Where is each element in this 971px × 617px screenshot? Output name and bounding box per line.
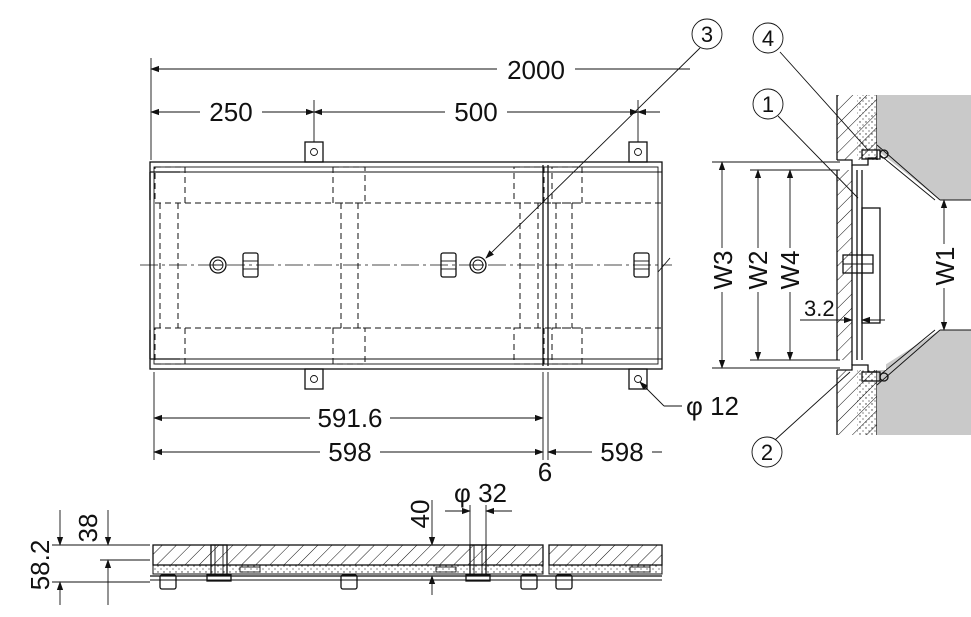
dim-38: 38 <box>73 514 103 543</box>
dim-58-2: 58.2 <box>25 540 55 591</box>
dim-40: 40 <box>405 500 435 529</box>
dimension-center-depth: 40 <box>405 500 436 595</box>
label-w1: W1 <box>930 247 960 286</box>
anchor-tab <box>304 368 324 390</box>
dimension-overall-length: 2000 <box>150 52 690 160</box>
anchor-tab <box>304 141 324 163</box>
dimension-grating: 591.6 598 598 6 <box>153 372 662 487</box>
dim-phi-32: φ 32 <box>454 478 507 508</box>
callout-4: 4 <box>752 22 869 151</box>
svg-text:4: 4 <box>762 26 774 51</box>
lifting-slot <box>633 252 650 278</box>
dim-250: 250 <box>209 97 252 127</box>
dimension-bolt-hole: φ 12 <box>639 381 739 421</box>
callout-3: 3 <box>485 18 723 259</box>
dim-3-2: 3.2 <box>804 296 835 321</box>
svg-text:3: 3 <box>701 22 713 47</box>
anchor-tab <box>628 141 648 163</box>
longitudinal-section <box>150 544 663 590</box>
dim-591-6: 591.6 <box>317 403 382 433</box>
dimension-widths: W3 W2 W4 W1 3.2 <box>708 161 960 369</box>
lifting-slot <box>242 252 259 278</box>
plan-view <box>140 141 672 390</box>
label-w2: W2 <box>743 251 773 290</box>
dim-2000: 2000 <box>507 55 565 85</box>
bolt-hole <box>469 256 487 274</box>
anchor-tab <box>628 368 648 390</box>
svg-text:2: 2 <box>761 440 773 465</box>
callout-1: 1 <box>752 88 859 199</box>
callout-2: 2 <box>751 371 851 468</box>
label-w4: W4 <box>775 251 805 290</box>
lifting-slot <box>440 252 457 278</box>
dimension-section-heights: 58.2 38 <box>25 510 150 605</box>
label-w3: W3 <box>708 251 738 290</box>
dim-phi-12: φ 12 <box>686 391 739 421</box>
dimension-pitch: 250 500 <box>150 96 660 142</box>
bolt-hole <box>209 256 227 274</box>
svg-text:1: 1 <box>762 92 774 117</box>
dimension-hole-dia: φ 32 <box>445 478 512 545</box>
dim-500: 500 <box>454 97 497 127</box>
dim-598-next: 598 <box>600 437 643 467</box>
dim-598: 598 <box>328 437 371 467</box>
dim-gap-6: 6 <box>538 457 552 487</box>
